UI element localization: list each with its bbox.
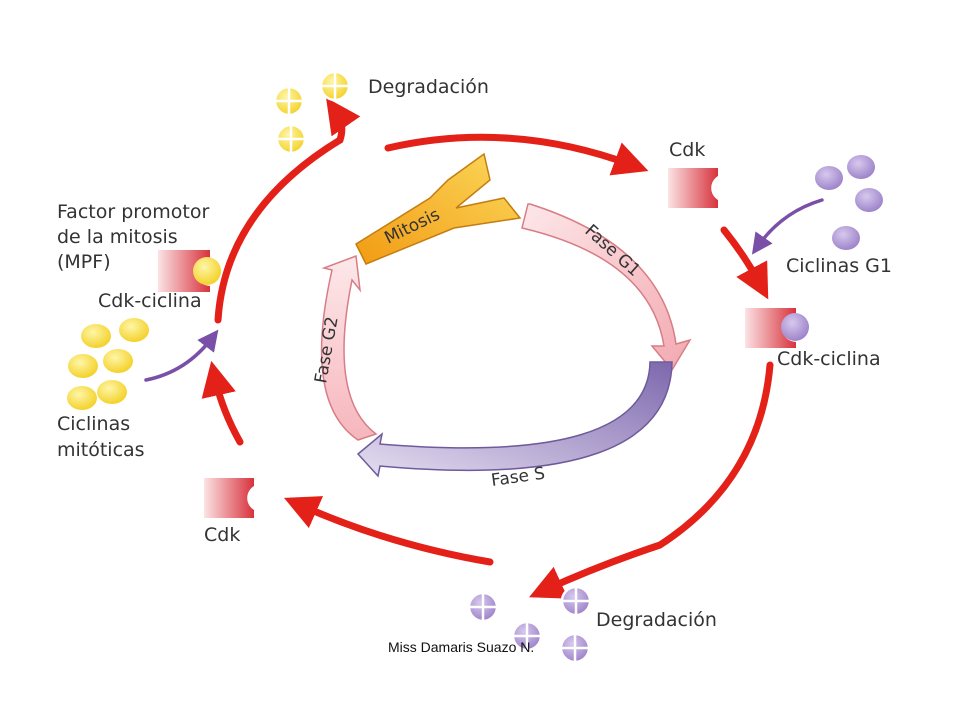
label-mpf-line1: Factor promotor: [57, 201, 209, 223]
g1-cyclins-group: [815, 155, 883, 250]
label-degradacion-top: Degradación: [368, 76, 489, 98]
red-arrow-bottom: [284, 496, 494, 566]
label-ciclinas-g1: Ciclinas G1: [786, 255, 892, 277]
red-arrow-right-upper: [720, 226, 769, 300]
cdk-icon-bottom-left: [204, 478, 254, 518]
red-arrow-right-lower: [529, 361, 774, 599]
label-cdk-top-right: Cdk: [669, 139, 705, 161]
red-arrow-top: [384, 133, 649, 176]
label-ciclinas-mitoticas-line1: Ciclinas: [57, 413, 130, 435]
label-cdk-bottom-left: Cdk: [204, 524, 240, 546]
phase-g1-arrow: [521, 203, 692, 372]
phase-g2-arrow: [320, 254, 378, 441]
inner-phase-ring: [320, 152, 692, 478]
label-cdk-ciclina-right: Cdk-ciclina: [777, 348, 881, 370]
red-arrow-left-lower: [201, 360, 244, 446]
author-credit: Miss Damaris Suazo N.: [388, 639, 534, 655]
label-ciclinas-mitoticas-line2: mitóticas: [57, 439, 145, 461]
label-cdk-ciclina-left: Cdk-ciclina: [98, 290, 202, 312]
cdk-icon-top-right: [668, 168, 718, 208]
label-mpf-line3: (MPF): [57, 251, 111, 273]
cdk-cyclin-icon-left: [158, 250, 221, 292]
purple-arrow-mitotic-cyclins: [144, 329, 219, 382]
phase-s-arrow: [356, 361, 673, 478]
mitotic-cyclins-group: [67, 318, 149, 410]
degraded-cyclins-bottom: [467, 585, 592, 664]
label-degradacion-bottom: Degradación: [596, 609, 717, 631]
phase-mitosis-arrow: [355, 152, 522, 265]
degraded-cyclins-top: [273, 70, 351, 155]
label-mpf-line2: de la mitosis: [57, 226, 178, 248]
outer-red-arrows: [201, 97, 774, 599]
purple-arrow-g1-cyclins: [751, 198, 824, 255]
red-arrow-left-upper: [214, 97, 361, 324]
cdk-cyclin-icon-right: [745, 308, 809, 348]
